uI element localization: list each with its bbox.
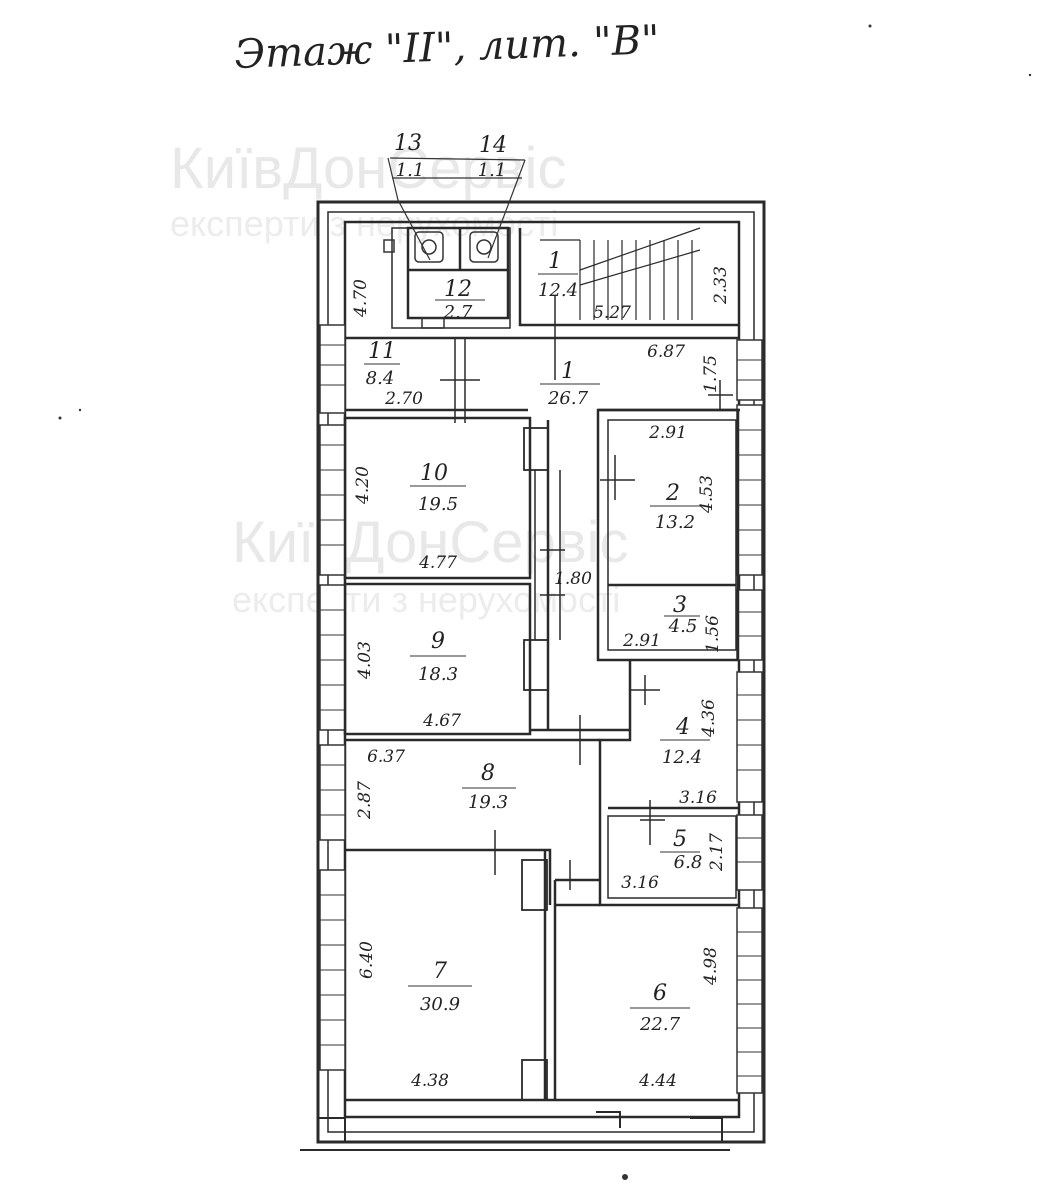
dim-room8-width: 6.37 [367,747,405,767]
dim-room11-height: 4.70 [351,279,371,318]
room-number: 8 [481,761,495,786]
dim-room8-height: 2.87 [355,781,375,820]
dim-corridor-width: 1.80 [554,569,592,589]
dim-hall-height: 1.75 [701,355,721,393]
room-number: 2 [665,481,680,506]
room-area: 18.3 [418,664,458,685]
watermark-tagline: експерти з нерухомості [170,203,558,244]
watermark-brand-2: КиївДонСервіс [232,510,628,575]
room-area: 13.2 [655,512,695,533]
room-4-label: 4 12.4 [660,715,710,768]
room-5-label: 5 6.8 [660,827,702,873]
room-number: 14 [479,133,507,158]
dim-hall-width: 6.87 [647,342,685,362]
watermark-tagline-2: експерти з нерухомості [232,579,620,620]
foundation [300,1111,730,1151]
room-12-label: 12 2.7 [435,277,485,323]
room-1-stair-label: 1 12.4 [538,249,578,301]
room-area: 4.5 [668,616,698,637]
room-area: 6.8 [674,852,703,873]
room-3-label: 3 4.5 [664,593,700,637]
dim-room10-height: 4.20 [353,466,373,505]
room-area: 12.4 [538,280,578,301]
room-area: 19.3 [468,792,508,813]
room-area: 8.4 [366,368,395,389]
room-labels: 13 1.1 14 1.1 12 2.7 1 12.4 11 8.4 1 26.… [364,131,710,1035]
room-number: 10 [420,461,448,486]
window-ticks [320,344,762,1077]
dim-room2-height: 4.53 [697,475,717,514]
windows-left [319,324,346,1071]
dim-room11-width: 2.70 [384,389,423,409]
room-area: 22.7 [639,1014,681,1035]
dim-room4-height: 4.36 [699,699,719,738]
room-number: 6 [653,981,667,1006]
room-1-hall-label: 1 26.7 [540,359,600,409]
room-10-label: 10 19.5 [410,461,466,515]
room-11-label: 11 8.4 [364,339,400,389]
room-area: 30.9 [420,994,460,1015]
dim-room6-height: 4.98 [701,947,721,986]
door-marks [440,295,733,890]
room-area: 1.1 [478,160,507,181]
room-number: 13 [394,131,422,156]
room-13-label: 13 1.1 [394,131,424,181]
room-number: 4 [675,715,690,740]
dim-room3-width: 2.91 [622,631,661,651]
toilet-fixtures [383,231,499,329]
room-7-label: 7 30.9 [408,959,472,1015]
watermark-brand: КиївДонСервіс [170,136,566,201]
room-9-label: 9 18.3 [410,629,466,685]
room-number: 9 [431,629,445,654]
dimension-labels: 4.70 2.33 5.27 6.87 1.75 2.70 2.91 4.53 … [351,266,731,1091]
room-area: 1.1 [396,160,425,181]
scan-specks [58,24,1032,1180]
dim-room10-width: 4.77 [418,553,457,573]
room-number: 3 [673,593,687,618]
dim-stair-width: 5.27 [593,303,631,323]
watermark: КиївДонСервіс експерти з нерухомості Киї… [170,136,628,620]
room-14-label: 14 1.1 [478,133,507,181]
dim-room9-height: 4.03 [355,641,375,680]
room-area: 26.7 [547,388,589,409]
room-6-label: 6 22.7 [630,981,690,1035]
dim-stair-height: 2.33 [711,266,731,305]
room-8-label: 8 19.3 [462,761,516,813]
room-area: 2.7 [443,302,473,323]
dim-room2-width: 2.91 [648,423,687,443]
dim-room5-width: 3.16 [621,873,659,893]
dim-room5-height: 2.17 [707,833,727,872]
dim-room6-width: 4.44 [638,1071,677,1091]
room-number: 1 [561,359,575,384]
room-number: 11 [368,339,396,364]
room-number: 1 [548,249,562,274]
room-number: 7 [433,959,447,984]
room-number: 12 [444,277,472,302]
room-area: 19.5 [418,494,458,515]
dim-room9-width: 4.67 [422,711,461,731]
callout-lines [387,157,526,261]
dim-room3-height: 1.56 [703,615,723,653]
windows-right [736,339,763,1094]
plan-title: Этаж "II", лит. "В" [234,17,661,78]
room-2-label: 2 13.2 [650,481,700,533]
room-number: 5 [673,827,687,852]
dim-room7-height: 6.40 [357,941,377,979]
room-area: 12.4 [662,747,702,768]
dim-room4-width: 3.16 [679,788,717,808]
dim-room7-width: 4.38 [410,1071,449,1091]
